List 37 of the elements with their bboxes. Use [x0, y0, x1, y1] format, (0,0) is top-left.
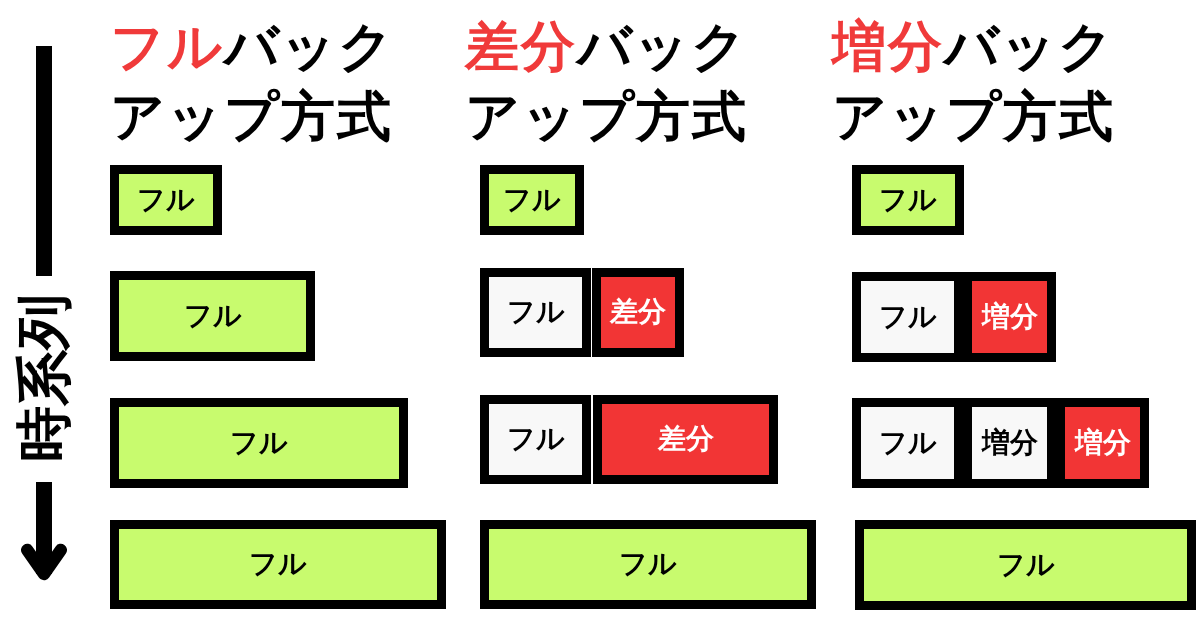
block-label: 増分 — [981, 301, 1038, 333]
full-backup-block — [852, 272, 963, 362]
block-label: 差分 — [610, 297, 666, 328]
full-backup-block — [480, 268, 591, 357]
block-label: フル — [503, 184, 561, 216]
column-heading: 増分バックアップ方式 — [832, 14, 1116, 150]
block-label: フル — [996, 549, 1055, 581]
block-label: フル — [506, 297, 565, 328]
column-heading: 差分バックアップ方式 — [465, 14, 749, 150]
full-backup-block — [852, 165, 964, 235]
full-backup-block — [855, 520, 1196, 610]
block-label: フル — [230, 427, 288, 459]
full-backup-block — [110, 271, 315, 361]
full-backup-block — [110, 398, 408, 488]
block-label: 増分 — [981, 427, 1038, 459]
block-label: フル — [879, 184, 937, 216]
block-label: フル — [506, 424, 565, 455]
full-backup-block — [480, 165, 584, 235]
full-backup-block — [480, 395, 591, 484]
column-heading: フルバックアップ方式 — [110, 14, 396, 150]
incremental-backup-block — [963, 272, 1056, 362]
block-label: フル — [619, 549, 677, 580]
full-backup-block — [110, 520, 446, 609]
full-backup-block — [852, 398, 963, 488]
block-label: 差分 — [657, 424, 714, 455]
time-axis-label: 時系列 — [16, 294, 72, 462]
block-label: フル — [137, 184, 195, 216]
block-label: フル — [249, 549, 307, 580]
block-label: 増分 — [1074, 427, 1131, 459]
block-label: フル — [183, 300, 242, 332]
block-label: フル — [878, 427, 937, 459]
incremental-backup-block — [1056, 398, 1149, 488]
differential-backup-block — [593, 395, 778, 484]
full-backup-block — [110, 165, 222, 235]
full-backup-block — [480, 520, 816, 609]
block-label: フル — [878, 301, 937, 333]
differential-backup-block — [592, 268, 684, 357]
